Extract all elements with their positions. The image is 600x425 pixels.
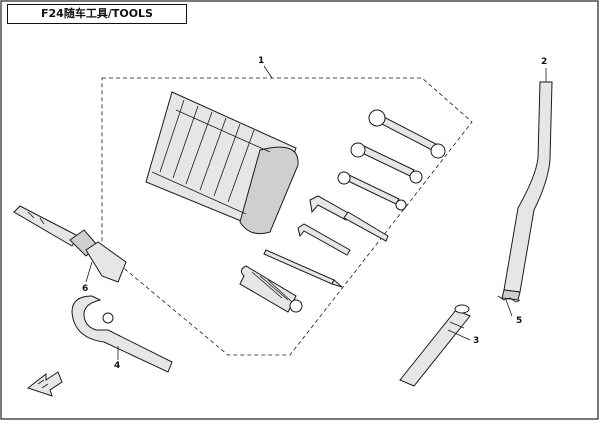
hex-key-large <box>309 195 389 242</box>
socket-wrench <box>13 205 127 283</box>
wrench-medium <box>350 142 423 184</box>
pin-spanner <box>399 304 471 387</box>
wrench-small <box>337 171 407 211</box>
extension-tube <box>497 81 553 303</box>
hex-key-small <box>297 223 351 256</box>
tool-roll-bag <box>145 91 299 235</box>
tool-kit-boundary <box>101 77 473 356</box>
leader-5 <box>505 299 513 317</box>
leader-3 <box>447 329 471 341</box>
leader-1 <box>263 65 273 79</box>
callout-2: 2 <box>541 57 548 67</box>
callout-6: 6 <box>82 284 89 294</box>
screwdriver-bit <box>263 249 343 288</box>
front-arrow-icon <box>26 371 63 397</box>
callout-3: 3 <box>473 336 480 346</box>
wrench-large <box>368 109 446 159</box>
leader-6 <box>85 261 93 283</box>
callout-4: 4 <box>114 361 121 371</box>
diagram-title: F24随车工具/TOOLS <box>7 4 187 24</box>
callout-5: 5 <box>516 316 523 326</box>
hook-spanner <box>71 295 173 373</box>
screwdriver-handle <box>239 265 303 313</box>
callout-1: 1 <box>258 56 265 66</box>
